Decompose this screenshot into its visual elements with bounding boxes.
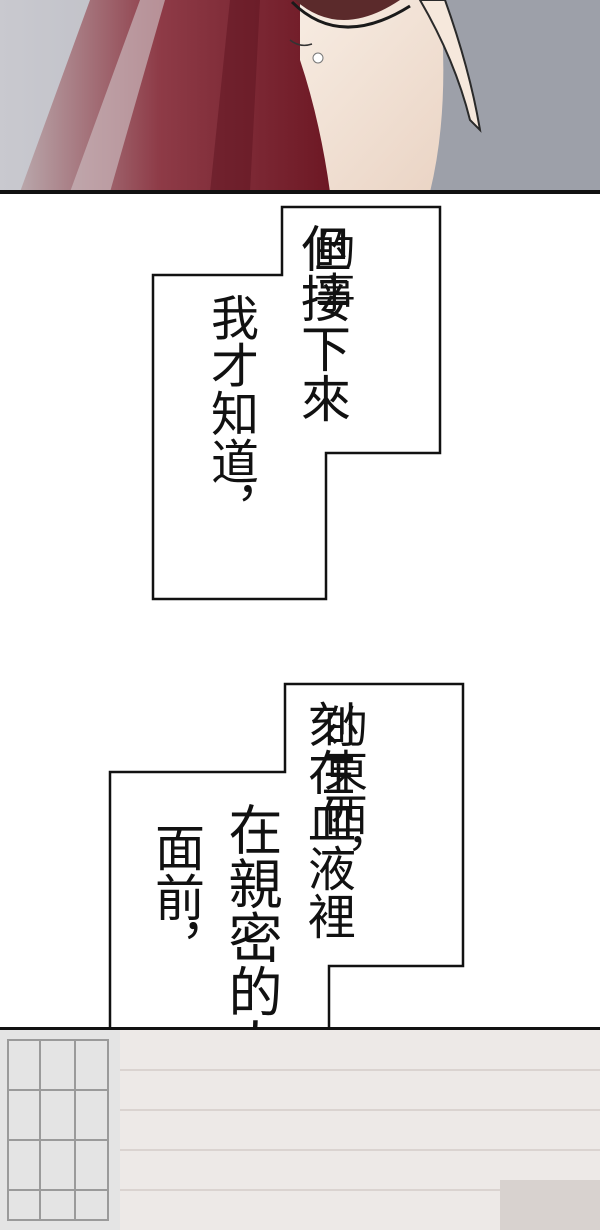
hand xyxy=(418,0,482,133)
red-hair xyxy=(20,0,330,192)
caption-2-line-4: 面前， xyxy=(147,822,205,972)
caption-1-line-2: 的事 xyxy=(307,229,356,313)
face xyxy=(300,0,470,192)
background xyxy=(430,0,600,192)
caption-1-line-3: 我才知道， xyxy=(202,293,258,533)
window-grille xyxy=(7,1039,109,1221)
caption-box-1: 但接下來 的事 我才知道， xyxy=(150,205,442,603)
caption-2-line-1: 刻在血液裡 xyxy=(299,700,355,940)
panel-border-bottom xyxy=(0,1027,600,1031)
building-art xyxy=(0,1030,600,1230)
brick-wall xyxy=(120,1069,600,1191)
top-manga-panel xyxy=(0,0,600,192)
bottom-manga-panel xyxy=(0,1030,600,1230)
caption-1-line-1: 但接下來 xyxy=(293,223,351,423)
eye-icon xyxy=(295,0,400,20)
character-art xyxy=(20,0,600,192)
caption-2-line-2: 的東西， xyxy=(316,704,367,880)
panel-border-top xyxy=(0,190,600,194)
